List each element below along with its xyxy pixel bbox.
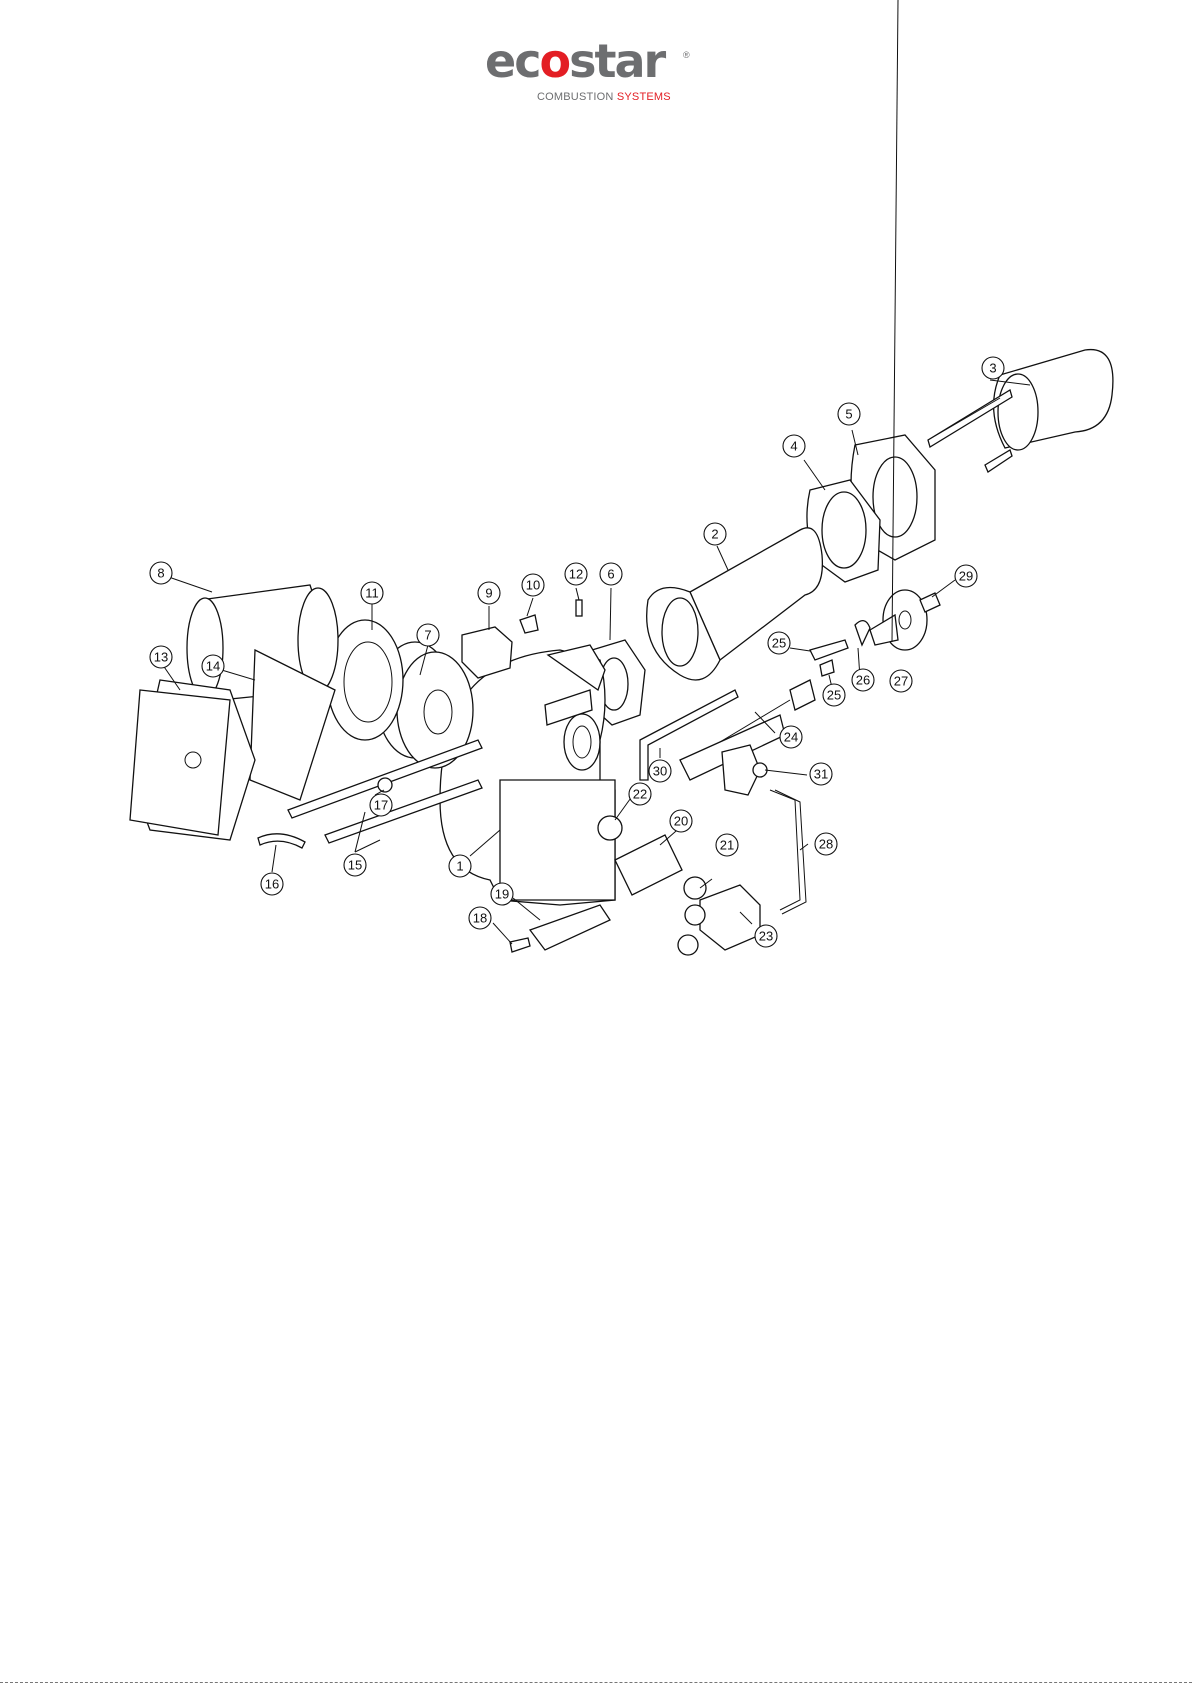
callout-2: 2 <box>704 523 726 545</box>
page-bottom-dashed-line <box>0 1682 1192 1683</box>
ignition-assembly <box>790 680 815 710</box>
callout-25b: 25 <box>823 684 845 706</box>
svg-text:15: 15 <box>348 858 362 873</box>
callout-15: 15 <box>344 854 366 876</box>
svg-text:12: 12 <box>569 567 583 582</box>
svg-text:31: 31 <box>814 767 828 782</box>
callout-30: 30 <box>649 760 671 782</box>
callout-29: 29 <box>955 565 977 587</box>
callout-12: 12 <box>565 563 587 585</box>
callout-27: 27 <box>890 670 912 692</box>
cover-screw <box>510 938 530 952</box>
small-knob <box>378 778 392 792</box>
callout-25a: 25 <box>768 632 790 654</box>
callout-6: 6 <box>600 563 622 585</box>
callout-18: 18 <box>469 907 491 929</box>
callout-8: 8 <box>150 562 172 584</box>
svg-text:2: 2 <box>711 527 718 542</box>
svg-text:1: 1 <box>456 859 463 874</box>
callout-23: 23 <box>755 925 777 947</box>
svg-text:7: 7 <box>424 628 431 643</box>
callout-28: 28 <box>815 833 837 855</box>
oil-pump <box>700 885 760 950</box>
electrode-holder <box>855 621 870 645</box>
svg-text:10: 10 <box>526 578 540 593</box>
bottom-cover-plate <box>530 905 610 950</box>
svg-text:26: 26 <box>856 673 870 688</box>
callout-16: 16 <box>261 873 283 895</box>
pump-coupling <box>684 877 706 899</box>
burner-parts-drawing <box>130 350 1113 955</box>
svg-text:25: 25 <box>772 636 786 651</box>
svg-text:30: 30 <box>653 764 667 779</box>
svg-text:24: 24 <box>784 730 798 745</box>
callout-26: 26 <box>852 669 874 691</box>
callout-17: 17 <box>370 794 392 816</box>
svg-text:13: 13 <box>154 650 168 665</box>
svg-text:27: 27 <box>894 674 908 689</box>
pivot-bracket <box>520 615 538 633</box>
svg-text:4: 4 <box>790 439 797 454</box>
svg-text:17: 17 <box>374 798 388 813</box>
svg-text:19: 19 <box>495 887 509 902</box>
adjust-screw <box>576 600 582 616</box>
callout-20: 20 <box>670 810 692 832</box>
callout-5: 5 <box>838 403 860 425</box>
svg-text:6: 6 <box>607 567 614 582</box>
svg-text:20: 20 <box>674 814 688 829</box>
svg-text:16: 16 <box>265 877 279 892</box>
callout-13: 13 <box>150 646 172 668</box>
callout-11: 11 <box>361 582 383 604</box>
pump-bushing <box>598 816 622 840</box>
callout-14: 14 <box>202 655 224 677</box>
callout-24: 24 <box>780 726 802 748</box>
fuel-pipe <box>770 790 800 910</box>
svg-text:8: 8 <box>157 566 164 581</box>
callout-10: 10 <box>522 574 544 596</box>
svg-text:14: 14 <box>206 659 220 674</box>
pump-shaft <box>615 835 682 895</box>
svg-text:3: 3 <box>989 361 996 376</box>
callout-7: 7 <box>417 624 439 646</box>
svg-text:11: 11 <box>365 586 379 601</box>
callout-21: 21 <box>716 834 738 856</box>
svg-text:5: 5 <box>845 407 852 422</box>
svg-text:29: 29 <box>959 569 973 584</box>
svg-text:23: 23 <box>759 929 773 944</box>
callout-3: 3 <box>982 357 1004 379</box>
svg-text:28: 28 <box>819 837 833 852</box>
svg-text:9: 9 <box>485 586 492 601</box>
callout-4: 4 <box>783 435 805 457</box>
ignition-electrodes <box>810 640 848 660</box>
arc-scale <box>258 834 305 848</box>
callout-22: 22 <box>629 783 651 805</box>
callout-19: 19 <box>491 883 513 905</box>
relay-box <box>462 627 512 678</box>
svg-text:18: 18 <box>473 911 487 926</box>
svg-text:21: 21 <box>720 838 734 853</box>
callout-9: 9 <box>478 582 500 604</box>
svg-text:25: 25 <box>827 688 841 703</box>
svg-text:22: 22 <box>633 787 647 802</box>
callout-1: 1 <box>449 855 471 877</box>
callout-31: 31 <box>810 763 832 785</box>
